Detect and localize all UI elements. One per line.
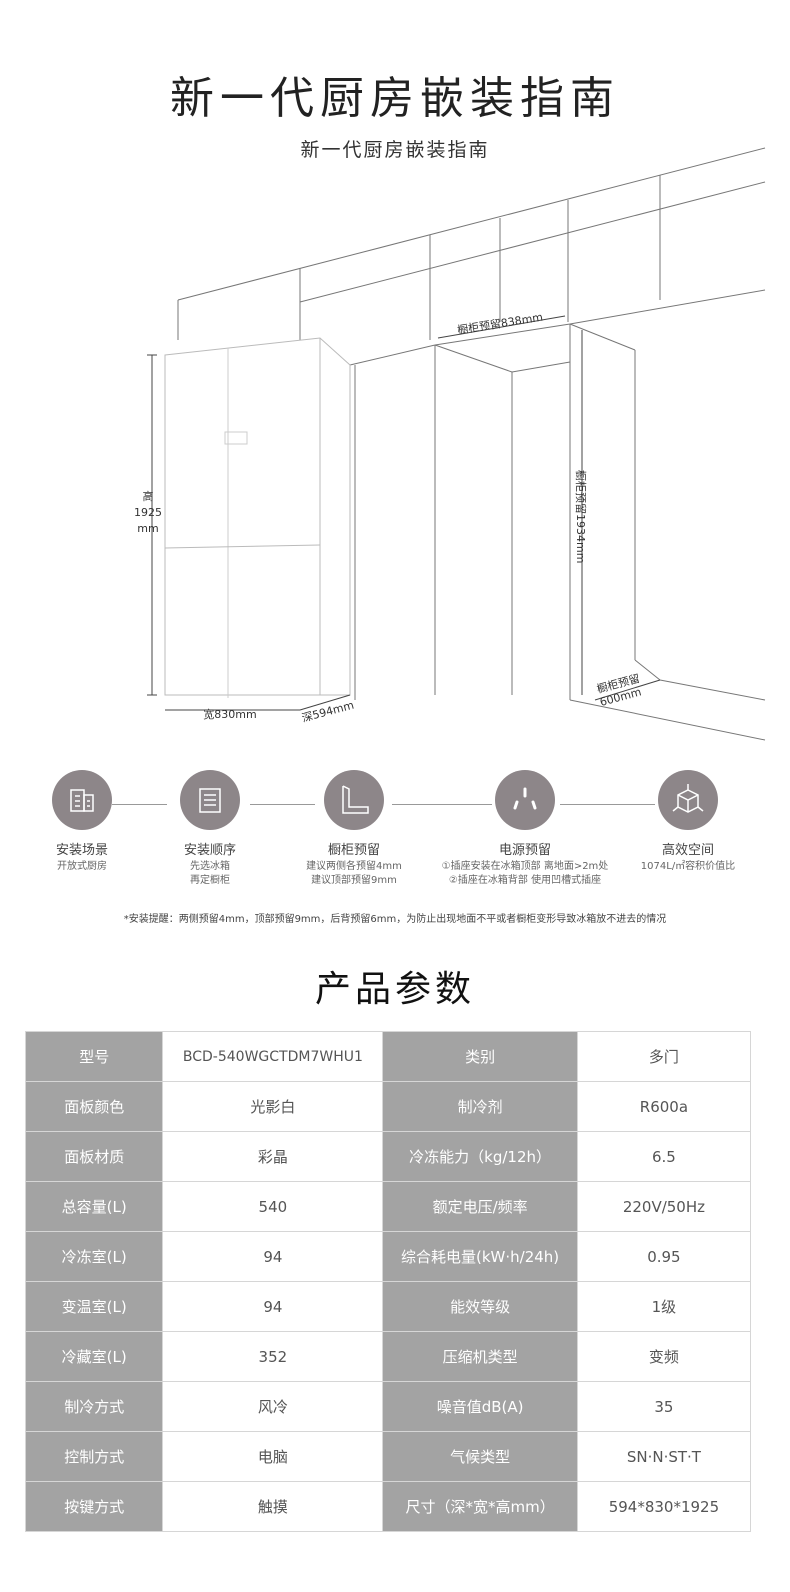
cube-icon <box>658 770 718 830</box>
param-value: R600a <box>576 1081 752 1132</box>
kitchen-cabinet-outline <box>177 147 766 741</box>
width-label: 宽830mm <box>203 707 256 721</box>
connector-line <box>250 804 315 805</box>
param-label: 压缩机类型 <box>382 1331 578 1382</box>
param-value: 6.5 <box>576 1131 752 1182</box>
step-desc: 再定橱柜 <box>190 875 230 886</box>
param-label: 额定电压/频率 <box>382 1181 578 1232</box>
param-value: 94 <box>162 1231 384 1282</box>
install-note: *安装提醒：两侧预留4mm，顶部预留9mm，后背预留6mm，为防止出现地面不平或… <box>123 914 667 925</box>
step-install-scene: 安装场景 开放式厨房 <box>0 770 172 874</box>
list-icon <box>180 770 240 830</box>
step-desc: 开放式厨房 <box>57 861 107 872</box>
param-label: 面板材质 <box>24 1131 164 1182</box>
installation-diagram: 高 1925 mm 宽830mm 深594mm 橱柜预留838mm 橱柜预留19… <box>134 147 766 741</box>
step-title: 橱柜预留 <box>327 843 380 858</box>
table-row: 制冷方式风冷噪音值dB(A)35 <box>24 1381 752 1432</box>
connector-line <box>392 804 492 805</box>
param-label: 冷藏室(L) <box>24 1331 164 1382</box>
param-value: 94 <box>162 1281 384 1332</box>
param-value: SN·N·ST·T <box>576 1431 752 1482</box>
depth-label: 深594mm <box>300 699 355 725</box>
step-cabinet-reserve: 橱柜预留 建议两侧各预留4mm 建议顶部预留9mm <box>264 770 444 888</box>
param-value: 风冷 <box>162 1381 384 1432</box>
param-label: 综合耗电量(kW·h/24h) <box>382 1231 578 1282</box>
step-desc: ①插座安装在冰箱顶部 离地面>2m处 <box>441 861 609 872</box>
param-label: 总容量(L) <box>24 1181 164 1232</box>
param-value: 220V/50Hz <box>576 1181 752 1232</box>
param-value: 触摸 <box>162 1481 384 1532</box>
page-title: 新一代厨房嵌装指南 <box>170 73 620 124</box>
step-desc: ②插座在冰箱背部 使用凹槽式插座 <box>448 875 602 886</box>
height-label: 高 <box>143 489 154 503</box>
param-label: 冷冻室(L) <box>24 1231 164 1282</box>
param-value: BCD-540WGCTDM7WHU1 <box>162 1031 384 1082</box>
step-title: 安装场景 <box>55 843 108 858</box>
param-label: 变温室(L) <box>24 1281 164 1332</box>
step-desc: 先选冰箱 <box>190 861 230 872</box>
step-desc: 建议两侧各预留4mm <box>306 861 402 872</box>
ruler-corner-icon <box>324 770 384 830</box>
param-value: 彩晶 <box>162 1131 384 1182</box>
height-unit: mm <box>137 522 158 535</box>
param-label: 制冷方式 <box>24 1381 164 1432</box>
param-label: 尺寸（深*宽*高mm） <box>382 1481 578 1532</box>
connector-line <box>112 804 167 805</box>
step-title: 高效空间 <box>661 843 714 858</box>
param-value: 352 <box>162 1331 384 1382</box>
building-icon <box>52 770 112 830</box>
step-title: 安装顺序 <box>183 843 236 858</box>
page-subtitle: 新一代厨房嵌装指南 <box>300 139 490 161</box>
param-label: 制冷剂 <box>382 1081 578 1132</box>
connector-line <box>560 804 655 805</box>
param-label: 按键方式 <box>24 1481 164 1532</box>
param-value: 35 <box>576 1381 752 1432</box>
step-efficient-space: 高效空间 1074L/㎡容积价值比 <box>598 770 778 874</box>
param-value: 多门 <box>576 1031 752 1082</box>
refrigerator <box>164 337 351 698</box>
step-power-reserve: 电源预留 ①插座安装在冰箱顶部 离地面>2m处 ②插座在冰箱背部 使用凹槽式插座 <box>435 770 615 888</box>
param-value: 电脑 <box>162 1431 384 1482</box>
param-label: 冷冻能力（kg/12h） <box>382 1131 578 1182</box>
param-value: 0.95 <box>576 1231 752 1282</box>
step-desc: 1074L/㎡容积价值比 <box>640 861 736 872</box>
param-label: 能效等级 <box>382 1281 578 1332</box>
table-row: 按键方式触摸尺寸（深*宽*高mm）594*830*1925 <box>24 1481 752 1532</box>
step-install-order: 安装顺序 先选冰箱 再定橱柜 <box>120 770 300 888</box>
step-desc: 建议顶部预留9mm <box>311 875 397 886</box>
cabinet-height-label: 橱柜预留1934mm <box>574 470 588 563</box>
power-socket-icon <box>495 770 555 830</box>
param-value: 变频 <box>576 1331 752 1382</box>
param-label: 面板颜色 <box>24 1081 164 1132</box>
param-value: 594*830*1925 <box>576 1481 752 1532</box>
param-value: 540 <box>162 1181 384 1232</box>
param-label: 型号 <box>24 1031 164 1082</box>
params-title: 产品参数 <box>314 969 475 1010</box>
dimension-lines <box>147 315 661 711</box>
param-value: 1级 <box>576 1281 752 1332</box>
step-title: 电源预留 <box>498 843 551 858</box>
param-label: 控制方式 <box>24 1431 164 1482</box>
param-label: 类别 <box>382 1031 578 1082</box>
param-value: 光影白 <box>162 1081 384 1132</box>
height-value: 1925 <box>134 506 162 519</box>
table-row: 面板材质彩晶冷冻能力（kg/12h）6.5 <box>24 1131 752 1182</box>
param-label: 气候类型 <box>382 1431 578 1482</box>
param-label: 噪音值dB(A) <box>382 1381 578 1432</box>
